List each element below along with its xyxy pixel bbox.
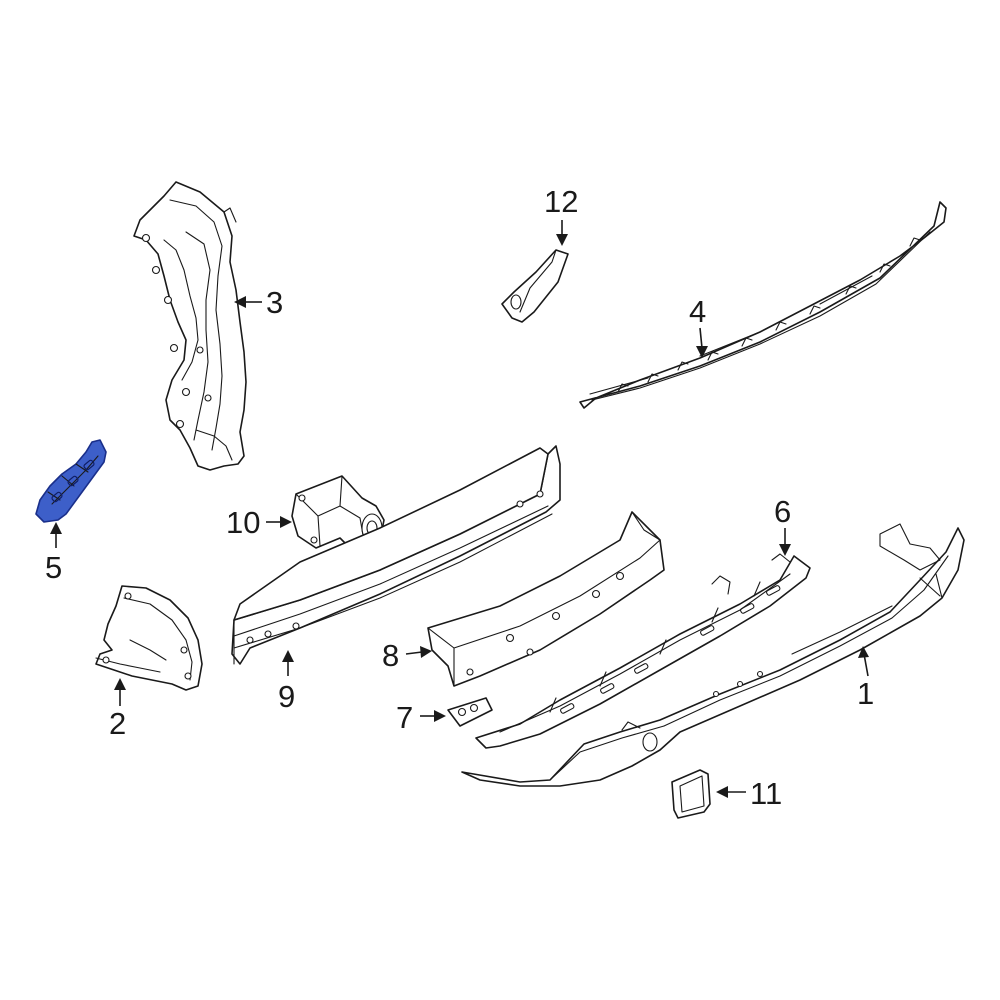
part-4-trim-strip[interactable] bbox=[579, 201, 947, 409]
part-2-corner-bracket[interactable] bbox=[95, 585, 203, 691]
callout-10: 10 bbox=[226, 505, 260, 540]
part-6-lower-bracket[interactable] bbox=[475, 553, 811, 749]
part-12-reflector[interactable] bbox=[501, 249, 569, 323]
callout-labels: 1 2 3 4 5 6 7 8 9 10 11 12 bbox=[45, 184, 874, 811]
callout-12: 12 bbox=[544, 184, 578, 219]
part-8-absorber[interactable] bbox=[427, 511, 665, 687]
callout-9: 9 bbox=[278, 679, 295, 714]
callout-4: 4 bbox=[689, 294, 706, 329]
callout-6: 6 bbox=[774, 494, 791, 529]
callout-1: 1 bbox=[857, 676, 874, 711]
part-9-bumper-beam[interactable] bbox=[231, 445, 561, 665]
part-7-clip-plate[interactable] bbox=[447, 697, 493, 727]
callout-2: 2 bbox=[109, 706, 126, 741]
callout-8: 8 bbox=[382, 638, 399, 673]
callout-7: 7 bbox=[396, 700, 413, 735]
part-1-bumper-cover[interactable] bbox=[461, 523, 965, 787]
part-5-bracket[interactable] bbox=[35, 439, 107, 523]
part-3-liner[interactable] bbox=[133, 181, 247, 471]
callout-3: 3 bbox=[266, 285, 283, 320]
callout-11: 11 bbox=[750, 776, 782, 811]
callout-5: 5 bbox=[45, 550, 62, 585]
leaders bbox=[50, 220, 869, 798]
part-11-cap[interactable] bbox=[671, 769, 711, 819]
